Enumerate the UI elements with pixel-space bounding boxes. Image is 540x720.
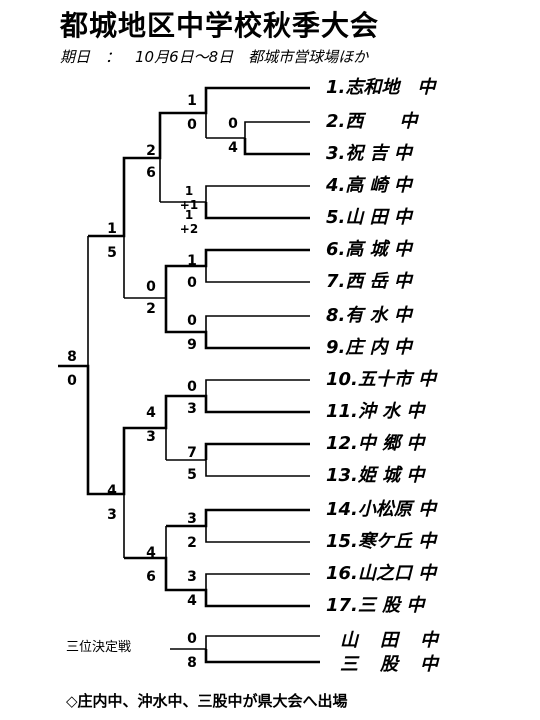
team-9: 9.庄 内 中	[326, 337, 412, 358]
score-r2-4v5-bottom: 1 +2	[179, 208, 199, 236]
score-qf-top-bottom: 6	[146, 165, 156, 181]
score-qf-upmid-bottom: 2	[146, 301, 156, 317]
bracket-line-r2-14v15	[205, 509, 310, 543]
team-1: 1.志和地 中	[326, 77, 436, 98]
score-third-bottom: 8	[187, 655, 197, 671]
winner-path-9	[164, 298, 310, 350]
winner-path-3	[243, 138, 310, 156]
score-r2-12v13-top: 7	[187, 445, 197, 461]
team-12: 12.中 郷 中	[326, 433, 425, 454]
winner-path-11	[58, 364, 310, 496]
team-17: 17.三 股 中	[326, 595, 425, 616]
third-place-team-2: 三 股 中	[340, 654, 440, 675]
score-third-top: 0	[187, 631, 197, 647]
score-r2-16v17-top: 3	[187, 569, 197, 585]
team-11: 11.沖 水 中	[326, 401, 425, 422]
team-6: 6.高 城 中	[326, 239, 412, 260]
score-r2-4v5-top: 1 +1	[179, 184, 199, 212]
bracket-line-r1-2v3	[244, 121, 310, 155]
winner-path-12	[204, 442, 310, 460]
team-13: 13.姫 城 中	[326, 465, 425, 486]
score-r2-14v15-bottom: 2	[187, 535, 197, 551]
page-title: 都城地区中学校秋季大会	[60, 9, 380, 42]
team-8: 8.有 水 中	[326, 305, 412, 326]
score-r2-8v9-top: 0	[187, 313, 197, 329]
score-final-top: 8	[67, 349, 77, 365]
score-sf-bottom-top: 4	[107, 483, 117, 499]
team-15: 15.寒ケ丘 中	[326, 531, 437, 552]
score-r1-2v3-bottom: 4	[228, 140, 238, 156]
team-10: 10.五十市 中	[326, 369, 437, 390]
score-r1-2v3-top: 0	[228, 116, 238, 132]
winner-path-1	[88, 86, 310, 238]
score-sf-bottom-bottom: 3	[107, 507, 117, 523]
team-16: 16.山之口 中	[326, 563, 437, 584]
score-qf-bottom-top: 4	[146, 545, 156, 561]
score-r2-10v11-bottom: 3	[187, 401, 197, 417]
winner-path-5	[204, 202, 310, 220]
bracket-line-r2-10v11	[205, 379, 310, 413]
team-5: 5.山 田 中	[326, 207, 412, 228]
score-r2-12v13-bottom: 5	[187, 467, 197, 483]
bracket-line-r2-8v9	[205, 315, 310, 349]
third-place-team-1: 山 田 中	[340, 630, 440, 651]
score-qf-bottom-bottom: 6	[146, 569, 156, 585]
bracket-line-r2-4v5	[205, 185, 310, 219]
team-14: 14.小松原 中	[326, 499, 437, 520]
score-qf-lowmid-bottom: 3	[146, 429, 156, 445]
score-sf-top-bottom: 5	[107, 245, 117, 261]
score-r2-1-top: 1	[187, 93, 197, 109]
bracket-line-r2-1	[205, 87, 310, 138]
footer-note: ◇庄内中、沖水中、三股中が県大会へ出場	[66, 692, 348, 710]
score-r2-6v7-top: 1	[187, 253, 197, 269]
event-dates: 期日 ： 10月6日～8日 都城市営球場ほか	[60, 48, 369, 66]
team-4: 4.高 崎 中	[326, 175, 412, 196]
score-r2-1-bottom: 0	[187, 117, 197, 133]
score-qf-upmid-top: 0	[146, 279, 156, 295]
score-r2-14v15-top: 3	[187, 511, 197, 527]
third-place-label: 三位決定戦	[66, 640, 132, 655]
bracket-line-r2-6v7	[205, 249, 310, 283]
winner-path-third	[204, 649, 320, 664]
score-r2-8v9-bottom: 9	[187, 337, 197, 353]
score-sf-top-top: 1	[107, 221, 117, 237]
bracket-line-r2-12v13	[205, 443, 310, 477]
winner-path-6	[164, 248, 310, 298]
team-2: 2.西 中	[326, 111, 418, 132]
team-3: 3.祝 吉 中	[326, 143, 412, 164]
score-r2-10v11-top: 0	[187, 379, 197, 395]
bracket-line-third-place	[205, 635, 320, 663]
winner-path-14	[166, 508, 310, 528]
score-r2-6v7-bottom: 0	[187, 275, 197, 291]
score-final-bottom: 0	[67, 373, 77, 389]
score-r2-16v17-bottom: 4	[187, 593, 197, 609]
score-qf-top-top: 2	[146, 143, 156, 159]
team-7: 7.西 岳 中	[326, 271, 412, 292]
score-qf-lowmid-top: 4	[146, 405, 156, 421]
bracket-line-r2-16v17	[205, 573, 310, 607]
winner-path-17	[124, 556, 310, 608]
